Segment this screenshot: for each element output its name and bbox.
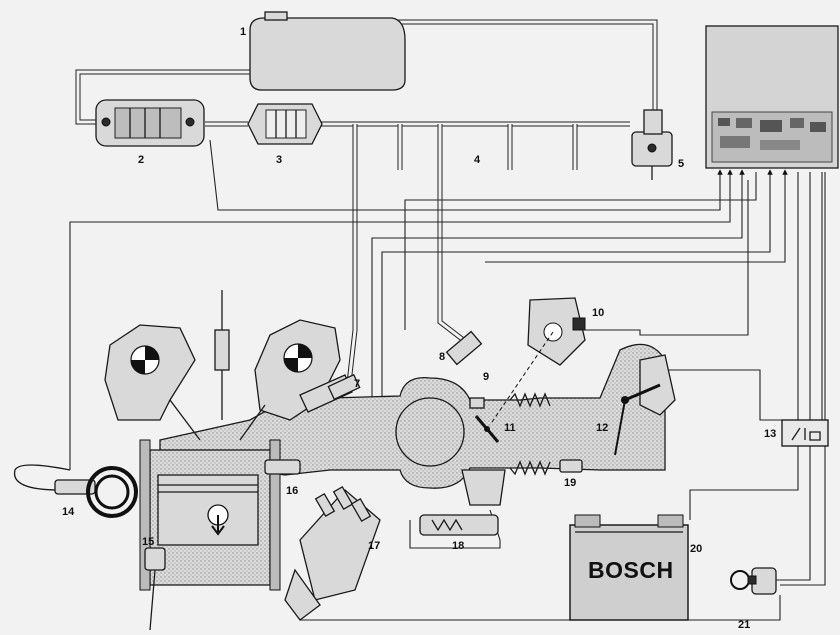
label-1: 1	[240, 26, 246, 38]
label-21: 21	[738, 619, 750, 631]
label-13: 13	[764, 428, 776, 440]
label-5: 5	[678, 158, 684, 170]
throttle-valve	[474, 415, 500, 443]
thermo-sensor	[144, 547, 166, 631]
label-10: 10	[592, 307, 604, 319]
fuel-tank	[249, 11, 406, 91]
label-2: 2	[138, 154, 144, 166]
intake-manifold	[159, 343, 666, 489]
label-20: 20	[690, 543, 702, 555]
label-3: 3	[276, 154, 282, 166]
label-9: 9	[483, 371, 489, 383]
fuel-lines	[75, 19, 658, 393]
label-15: 15	[142, 536, 154, 548]
label-11: 11	[504, 422, 516, 434]
injectors	[327, 330, 485, 409]
label-16: 16	[286, 485, 298, 497]
label-12: 12	[596, 422, 608, 434]
part-labels: 1 2 3 4 5 7 8 9 10 11 12 13 14 15 16 17 …	[62, 26, 776, 631]
distributor	[284, 485, 381, 621]
cylinder	[139, 439, 281, 591]
label-8: 8	[439, 351, 445, 363]
control-unit	[705, 25, 839, 169]
fuel-filter	[247, 103, 323, 145]
label-17: 17	[368, 540, 380, 552]
label-4: 4	[474, 154, 481, 166]
relay	[781, 419, 829, 447]
battery: BOSCH	[569, 514, 689, 621]
lambda-sensor	[13, 464, 138, 518]
pressure-regulator	[631, 109, 673, 180]
label-18: 18	[452, 540, 464, 552]
ignition-switch	[730, 567, 777, 595]
auxiliary-air-device	[419, 469, 506, 536]
label-19: 19	[564, 477, 576, 489]
label-7: 7	[354, 378, 360, 390]
battery-brand: BOSCH	[588, 557, 674, 583]
air-flow-sensor	[614, 354, 676, 456]
label-14: 14	[62, 506, 75, 518]
temperature-sensors	[264, 459, 583, 475]
fuel-pump	[95, 99, 205, 147]
throttle-switch	[489, 297, 586, 426]
